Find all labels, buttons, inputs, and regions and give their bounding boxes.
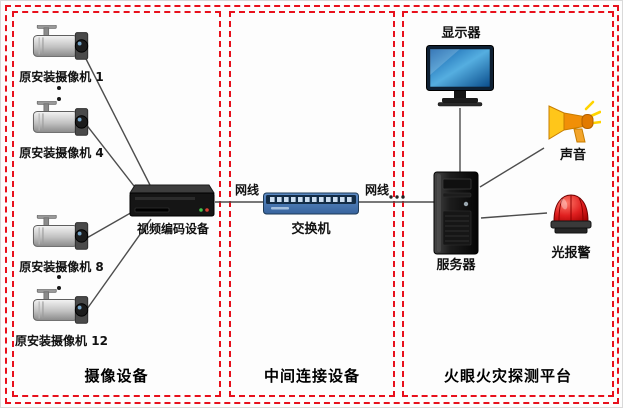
encoder-label: 视频编码设备 [136,222,209,236]
cctv-camera-icon [32,101,88,136]
sound-label: 声音 [559,148,586,163]
camera-unit-4: 原安装摄像机 4 [9,101,114,161]
section-intermediate-devices [229,11,395,397]
monitor-label: 显示器 [441,26,481,41]
camera-label: 原安装摄像机 4 [19,146,104,160]
camera-label: 原安装摄像机 12 [15,334,108,348]
vertical-ellipsis-icon [57,86,61,101]
cctv-camera-icon [32,215,88,250]
section-title-middle: 中间连接设备 [263,367,360,385]
switch-label: 交换机 [291,222,331,237]
section-title-platform: 火眼火灾探测平台 [443,367,572,385]
cctv-camera-icon [32,25,88,60]
light-alarm-device [549,191,593,239]
video-encoder-icon [129,184,215,217]
cable-label-right: 网线 [364,183,389,197]
cable-label-left: 网线 [234,183,259,197]
network-switch-device [263,187,359,217]
alarm-beacon-icon [550,194,592,234]
monitor-icon [426,45,494,107]
camera-unit-12: 原安装摄像机 12 [9,289,114,349]
camera-label: 原安装摄像机 8 [19,260,104,274]
section-fire-detection-platform [402,11,614,397]
camera-unit-1: 原安装摄像机 1 [9,25,114,85]
light-alarm-label: 光报警 [551,246,591,261]
server-tower-icon [433,171,479,255]
network-switch-icon [263,192,359,215]
camera-unit-8: 原安装摄像机 8 [9,215,114,275]
server-label: 服务器 [436,258,476,273]
cctv-camera-icon [32,289,88,324]
vertical-ellipsis-icon [57,275,61,290]
video-encoder-device [129,184,215,218]
megaphone-icon [548,100,601,143]
sound-alarm-device [547,99,601,145]
monitor-device [426,45,494,107]
section-camera-equipment [12,11,221,397]
camera-label: 原安装摄像机 1 [19,70,104,84]
server-device [433,171,479,255]
section-title-cameras: 摄像设备 [84,367,149,385]
